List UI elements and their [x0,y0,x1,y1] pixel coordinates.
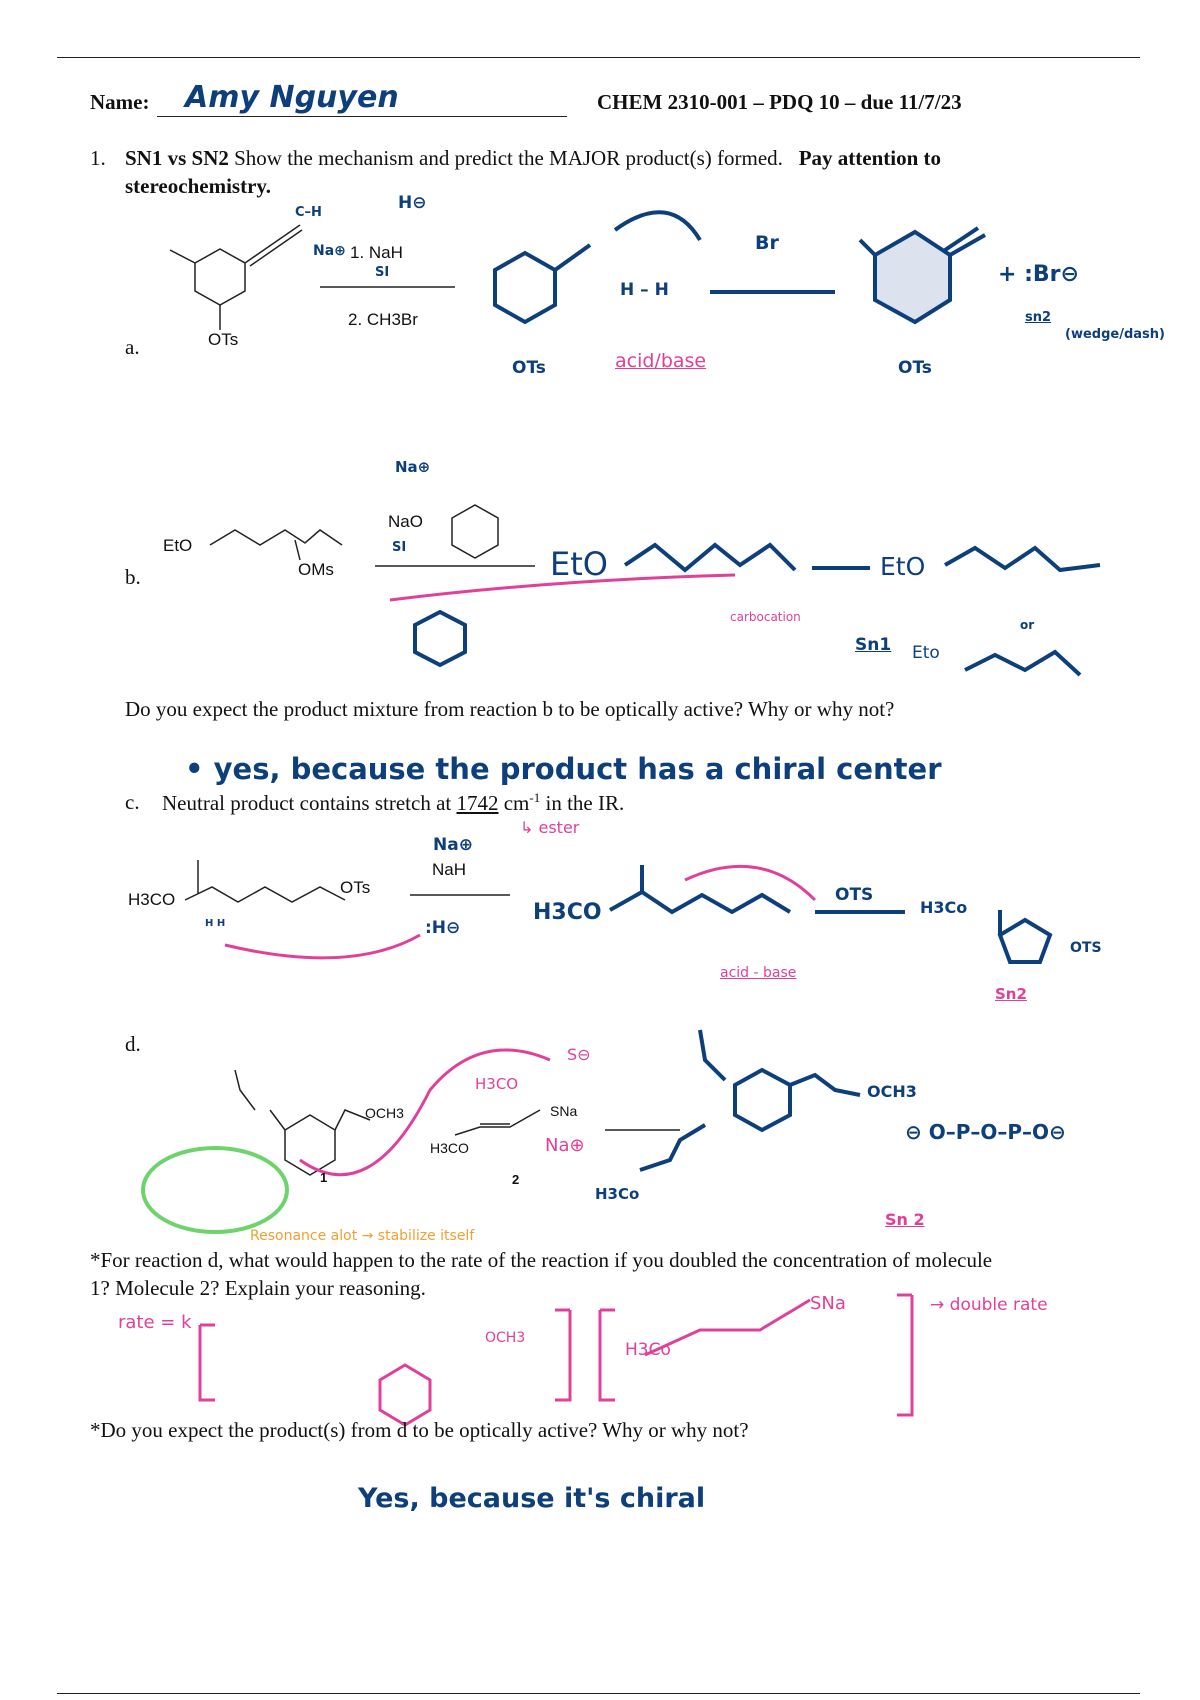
note: Na⊕ [545,1135,585,1156]
note: H H [205,918,226,929]
part-c-label: c. [125,790,140,814]
rate-question-2: 1? Molecule 2? Explain your reasoning. [90,1276,426,1300]
note: Eto [912,643,940,663]
answer-b: • yes, because the product has a chiral … [185,752,942,786]
name-label: Name: [90,90,150,114]
rate-question: *For reaction d, what would happen to th… [90,1248,993,1272]
optical-question: *Do you expect the product(s) from d to … [90,1418,749,1442]
note: H3CO [475,1075,519,1093]
rate-label: rate = k [118,1312,192,1333]
note: or [1020,618,1035,632]
note: OTS [835,885,874,905]
note: (wedge/dash) [1065,327,1165,342]
note: SI [392,540,407,555]
green-circle-annotation [141,1146,289,1234]
question-prompt: SN1 vs SN2 Show the mechanism and predic… [125,146,941,171]
substrate-label: EtO [163,536,193,555]
reagent-label: NaO [388,512,423,531]
note: Sn 2 [885,1210,925,1229]
reagent-label: NaH [432,860,467,879]
rate-note: → double rate [930,1295,1048,1315]
emphasis-text: Pay attention to [798,146,942,170]
benzene-ring-a [194,248,246,306]
prompt-c: Neutral product contains stretch at 1742… [162,790,624,816]
substrate-label: H3CO [128,890,176,909]
sna-label: SNa [550,1103,578,1119]
rate-sna: SNa [810,1293,846,1314]
note: :H⊖ [425,918,461,938]
student-name: Amy Nguyen [185,80,399,115]
rate-och3: OCH3 [485,1330,526,1346]
note: Sn1 [855,635,892,655]
substrate-label: OTs [340,878,371,897]
molecule-1-label: 1 [320,1170,328,1185]
note: OCH3 [867,1082,917,1101]
note: Resonance alot → stabilize itself [250,1228,475,1244]
unit-exponent: -1 [529,790,541,805]
note: OTS [1070,940,1102,956]
note: Na⊕ [395,458,431,476]
name-underline [157,116,567,117]
optical-answer: Yes, because it's chiral [358,1483,706,1514]
note: Na⊕ [313,243,346,259]
unit: cm [503,791,530,815]
prompt-text: Show the mechanism and predict the MAJOR… [234,146,783,170]
top-rule [57,57,1140,58]
note: SI [375,265,390,280]
h3co-label: H3CO [430,1140,469,1156]
note: EtO [880,552,926,581]
question-b: Do you expect the product mixture from r… [125,697,895,721]
note: acid/base [615,350,707,372]
sn-title: SN1 vs SN2 [125,146,229,170]
note: + :Br⊖ [998,262,1079,287]
note: H3Co [595,1185,640,1203]
note: OTs [898,358,932,378]
leaving-group: OTs [208,330,239,349]
reagent-2: 2. CH3Br [348,310,418,329]
note: carbocation [730,610,801,624]
och3-label: OCH3 [365,1105,404,1121]
note: acid - base [720,965,797,981]
rate-h3co: H3Co [625,1340,671,1360]
note: H⊖ [398,193,427,213]
part-a-label: a. [125,335,140,359]
wavenumber: 1742 [456,791,499,815]
note: sn2 [1025,310,1052,325]
note: EtO [550,545,608,583]
part-b-label: b. [125,565,141,589]
note: C–H [295,205,322,220]
note: Na⊕ [433,835,473,855]
part-d-label: d. [125,1032,141,1056]
note: Sn2 [995,985,1027,1003]
question-number: 1. [90,146,106,170]
reagent-1: 1. NaH [350,243,403,262]
emphasis-text-2: stereochemistry. [125,174,271,198]
course-header: CHEM 2310-001 – PDQ 10 – due 11/7/23 [597,90,962,114]
prompt-c-pre: Neutral product contains stretch at [162,791,452,815]
note: H3Co [920,898,968,917]
note: ⊖ O–P–O–P–O⊖ [905,1120,1066,1144]
note: H – H [620,280,669,300]
ester-note: ↳ ester [520,818,580,837]
molecule-2-label: 2 [512,1172,520,1187]
note: OTs [512,358,546,378]
note: Br [755,232,779,254]
bottom-rule [57,1693,1140,1694]
prompt-c-post: in the IR. [545,791,625,815]
note: H3CO [533,900,602,925]
note: S⊖ [567,1045,591,1064]
substrate-label: OMs [298,560,334,579]
